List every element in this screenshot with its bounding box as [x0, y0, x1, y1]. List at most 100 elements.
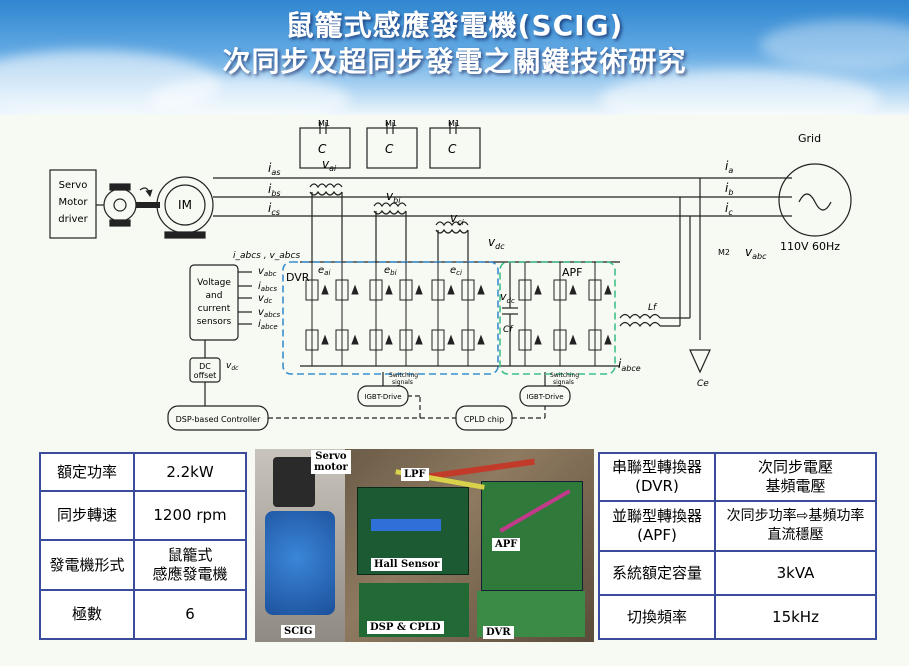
sensor-line2: and	[206, 291, 223, 301]
cx-label-b: C	[385, 142, 394, 156]
diode-6-0	[534, 284, 542, 295]
servo-motor-symbol	[103, 188, 137, 222]
sensor-line4: sensors	[197, 317, 232, 327]
label-v-dc: vdc	[488, 235, 505, 251]
dc-offset-line1: DC	[199, 362, 211, 371]
label-i-a: ia	[725, 159, 733, 175]
sensor-in-1: vabc	[258, 266, 277, 278]
diode-7-0	[569, 284, 577, 295]
label-v-dc-apf: vdc	[500, 290, 515, 305]
label-e-ci: eci	[450, 265, 462, 277]
label-v-bi: vbi	[386, 189, 401, 205]
photo-label-scig: SCIG	[281, 625, 316, 638]
label-e-ai: eai	[318, 265, 330, 277]
sensor-in-5: iabce	[258, 319, 278, 331]
grid-spec-label: 110V 60Hz	[780, 240, 840, 253]
servo-driver-line2: Motor	[59, 197, 89, 208]
spec-right-value-dvr-line2: 基頻電壓	[765, 477, 826, 495]
header-banner: 鼠籠式感應發電機(SCIG) 次同步及超同步發電之關鍵技術研究	[0, 0, 909, 115]
apf-label: APF	[562, 266, 583, 279]
photo-label-apf: APF	[492, 538, 521, 551]
label-i-bs: ibs	[268, 182, 281, 198]
spec-left-value-type-line2: 感應發電機	[152, 565, 228, 584]
diode-1-1	[351, 334, 359, 345]
switching-label-2b: signals	[553, 379, 574, 386]
spec-left-label-speed: 同步轉速	[39, 490, 135, 541]
dvr-box	[282, 261, 499, 375]
spec-right-label-apf: 並聯型轉換器 (APF)	[598, 500, 716, 552]
spec-left-value-type-line1: 鼠籠式	[167, 546, 213, 565]
photo-label-hall: Hall Sensor	[371, 558, 443, 571]
diode-8-1	[604, 334, 612, 345]
sensor-box	[189, 264, 239, 341]
sensor-line1: Voltage	[197, 278, 231, 288]
m1-label-c: M1	[448, 119, 460, 128]
grid-label: Grid	[798, 132, 821, 145]
circuit-diagram: Servo Motor driver IM Grid 110V 60Hz Vol…	[49, 119, 852, 431]
spec-right-value-apf-line1: 次同步功率⇨基頻功率	[726, 508, 865, 524]
lf-label: Lf	[648, 303, 658, 313]
igbt-label-2: IGBT-Drive	[526, 393, 563, 401]
diode-0-0	[321, 284, 329, 295]
switching-label-2a: Switching	[550, 372, 579, 379]
label-v-ci: vci	[450, 211, 465, 227]
photo-label-dvr: DVR	[483, 626, 514, 639]
spec-table-right: 串聯型轉換器 (DVR) 次同步電壓 基頻電壓 並聯型轉換器 (APF) 次同步…	[598, 452, 877, 640]
label-v-ai: vai	[322, 157, 337, 173]
label-v-dc-offset: vdc	[226, 361, 239, 372]
diode-2-0	[385, 284, 393, 295]
spec-left-value-poles: 6	[133, 589, 247, 640]
spec-right-label-freq: 切換頻率	[598, 594, 716, 640]
label-v-abc: vabc	[745, 245, 767, 261]
apf-board	[481, 481, 583, 591]
spec-right-value-dvr-line1: 次同步電壓	[757, 458, 833, 476]
cx-label-c: C	[448, 142, 457, 156]
spec-left-label-poles: 極數	[39, 589, 135, 640]
sensor-in-4: vabcs	[258, 307, 281, 319]
dc-offset-line2: offset	[194, 371, 217, 380]
dvr-label: DVR	[286, 271, 310, 284]
switching-label-1b: signals	[392, 379, 413, 386]
servo-motor-photo	[273, 457, 315, 507]
cx-label-a: C	[318, 142, 327, 156]
igbt-label-1: IGBT-Drive	[364, 393, 401, 401]
diode-6-1	[534, 334, 542, 345]
spec-left-label-type: 發電機形式	[39, 538, 135, 592]
diode-2-1	[385, 334, 393, 345]
spec-right-value-freq: 15kHz	[714, 594, 877, 640]
servo-driver-line3: driver	[58, 214, 88, 225]
spec-right-label-dvr: 串聯型轉換器 (DVR)	[598, 452, 716, 502]
spec-right-label-apf-line2: (APF)	[637, 526, 677, 544]
diode-5-0	[477, 284, 485, 295]
spec-right-label-dvr-line2: (DVR)	[635, 477, 679, 495]
m2-label: M2	[718, 248, 730, 257]
servo-driver-box	[49, 169, 97, 239]
diode-4-0	[447, 284, 455, 295]
photo-label-dsp: DSP & CPLD	[367, 621, 444, 634]
cx-capacitor-a	[299, 122, 351, 169]
sensor-in-2: iabcs	[258, 281, 277, 293]
spec-right-label-capacity: 系統額定容量	[598, 550, 716, 596]
diode-3-1	[415, 334, 423, 345]
diode-1-0	[351, 284, 359, 295]
diode-5-1	[477, 334, 485, 345]
spec-right-value-apf: 次同步功率⇨基頻功率 直流穩壓	[714, 500, 877, 552]
spec-right-value-capacity: 3kVA	[714, 550, 877, 596]
sensor-line3: current	[198, 304, 231, 314]
spec-left-label-power: 額定功率	[39, 451, 135, 493]
spec-right-label-apf-line1: 並聯型轉換器	[611, 507, 702, 525]
scig-motor-photo	[265, 511, 335, 615]
spec-left-value-power: 2.2kW	[133, 451, 247, 493]
label-i-abce: iabce	[618, 357, 641, 373]
label-iabcs-vabcs: i_abcs , v_abcs	[233, 251, 300, 261]
ce-label: Ce	[697, 379, 709, 389]
cx-capacitor-c	[429, 122, 481, 169]
cx-capacitor-b	[366, 122, 418, 169]
m1-label-b: M1	[385, 119, 397, 128]
title-line-2: 次同步及超同步發電之關鍵技術研究	[222, 45, 687, 78]
spec-left-value-speed: 1200 rpm	[133, 490, 247, 541]
diode-8-0	[604, 284, 612, 295]
label-i-c: ic	[725, 201, 733, 217]
